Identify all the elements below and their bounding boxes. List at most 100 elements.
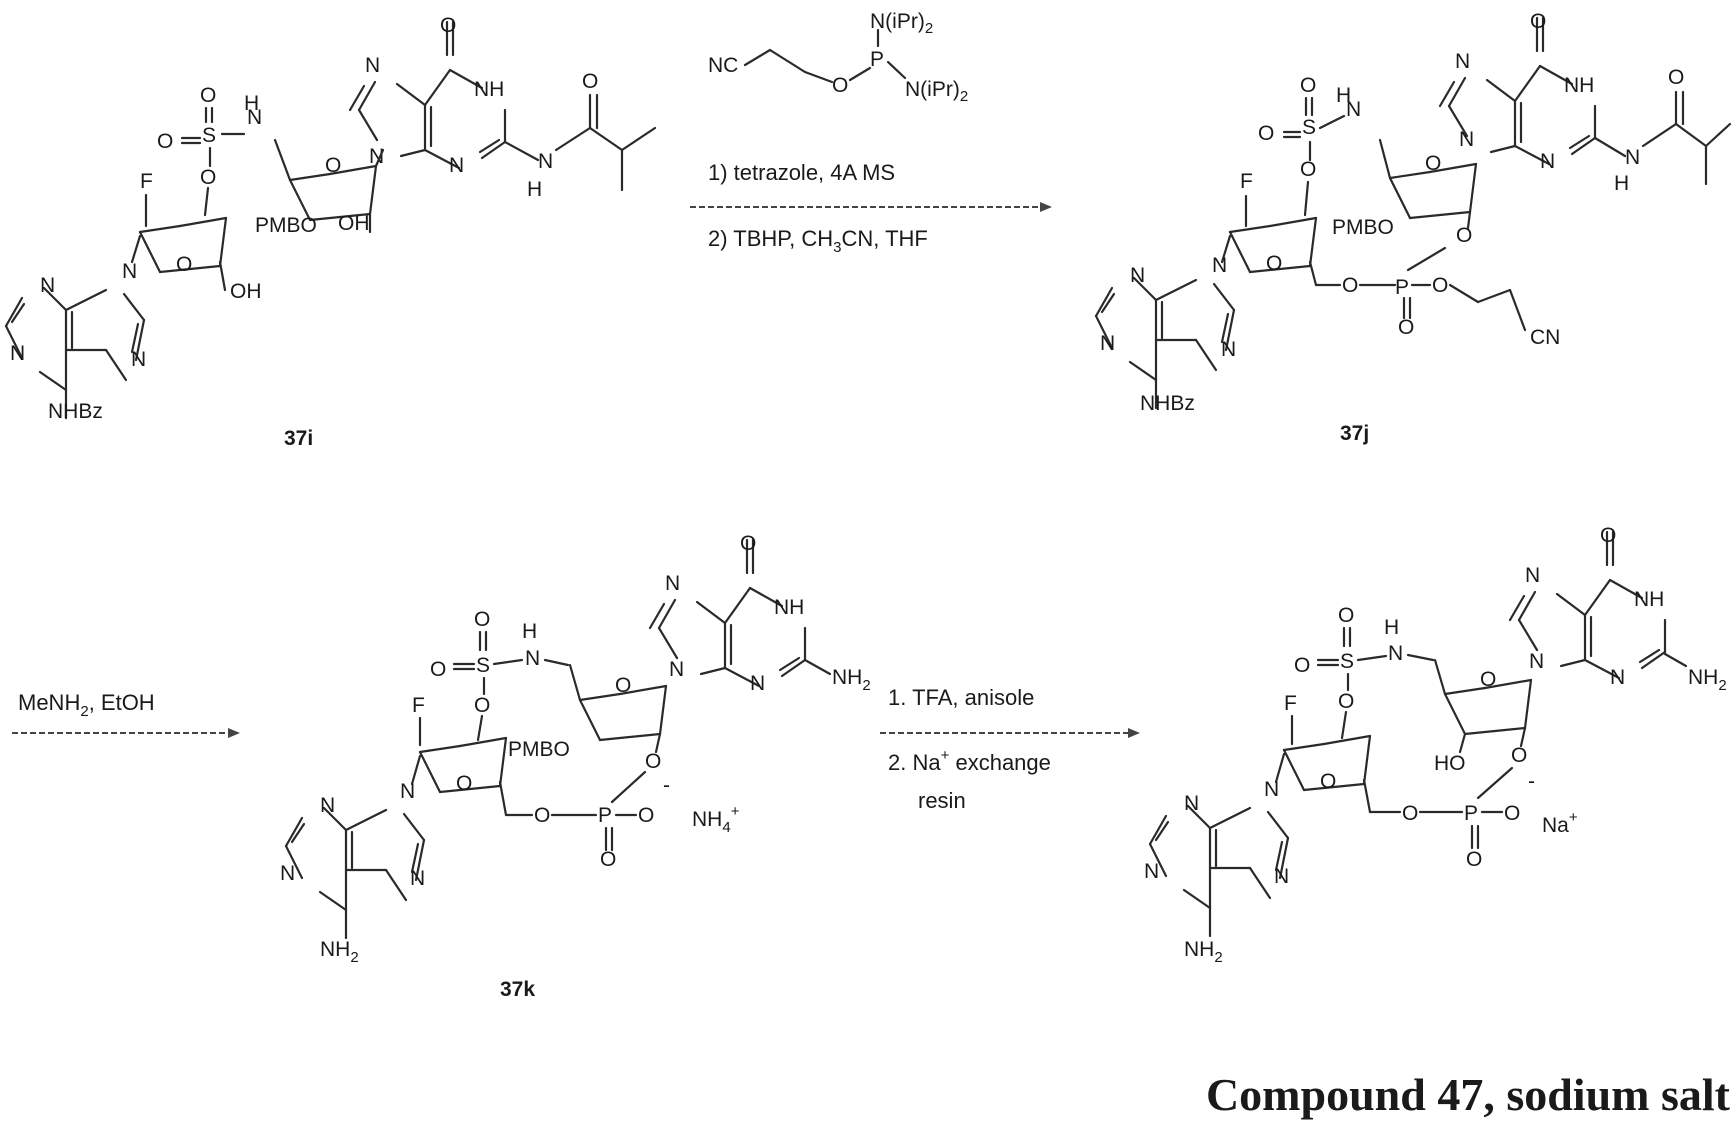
step2-conditions: MeNH2, EtOH <box>12 690 240 738</box>
atom-o: O <box>1342 274 1358 297</box>
atom-o: O <box>200 84 216 107</box>
atom-o: O <box>200 166 216 189</box>
atom-o: O <box>534 804 550 827</box>
atom-n: N <box>1130 264 1145 287</box>
atom-n: N <box>280 862 295 885</box>
step1-line1: 1) tetrazole, 4A MS <box>708 160 895 185</box>
atom-o: O <box>600 848 616 871</box>
atom-n: N <box>1221 338 1236 361</box>
atom-charge: - <box>1528 770 1535 793</box>
caption: Compound 47, sodium salt <box>1206 1069 1731 1120</box>
atom-oh: OH <box>338 212 370 235</box>
atom-o: O <box>176 253 192 276</box>
atom-o: O <box>1425 152 1441 175</box>
atom-h: H <box>527 178 542 201</box>
step3-line2: 2. Na+ exchange <box>888 747 1051 775</box>
atom-o: O <box>1668 66 1684 89</box>
atom-nh: NH <box>474 78 504 101</box>
counter-ion: Na+ <box>1542 809 1578 837</box>
atom-o: O <box>740 532 756 555</box>
atom-s: S <box>476 654 490 677</box>
atom-o: O <box>440 14 456 37</box>
atom-o: O <box>638 804 654 827</box>
atom-oh: OH <box>230 280 262 303</box>
atom-o: O <box>1300 158 1316 181</box>
atom-p: P <box>1464 802 1478 825</box>
atom-o: O <box>1300 74 1316 97</box>
atom-n: N <box>669 658 684 681</box>
atom-p: P <box>598 804 612 827</box>
atom-n: N <box>1455 50 1470 73</box>
step1-line2: 2) TBHP, CH3CN, THF <box>708 226 928 256</box>
atom-s: S <box>1340 650 1354 673</box>
atom-n: N <box>410 867 425 890</box>
compound-label: 37i <box>284 427 313 450</box>
atom-o: O <box>1294 654 1310 677</box>
atom-n: N <box>1184 792 1199 815</box>
compound-label: 37k <box>500 978 535 1001</box>
atom-o: O <box>1402 802 1418 825</box>
atom-n: N <box>1144 860 1159 883</box>
atom-n: N <box>1540 150 1555 173</box>
atom-o: O <box>1511 744 1527 767</box>
atom-n: N <box>122 260 137 283</box>
step3-line3: resin <box>918 788 966 813</box>
atom-o: O <box>1504 802 1520 825</box>
atom-f: F <box>1284 692 1297 715</box>
atom-nh2: NH2 <box>1688 666 1727 694</box>
atom-n: N <box>538 150 553 173</box>
atom-n: N <box>40 274 55 297</box>
compound-37i: O N NH N N N H O OH O PMBO N H S O O O <box>6 14 655 450</box>
atom-o: O <box>456 772 472 795</box>
reagent-o: O <box>832 74 848 97</box>
atom-n: N <box>1610 666 1625 689</box>
atom-h: H <box>1336 84 1351 107</box>
atom-o: O <box>157 130 173 153</box>
atom-n: N <box>1459 128 1474 151</box>
atom-o: O <box>1432 274 1448 297</box>
atom-o: O <box>430 658 446 681</box>
atom-n: N <box>665 572 680 595</box>
atom-o: O <box>615 674 631 697</box>
atom-h: H <box>1384 616 1399 639</box>
atom-h: H <box>522 620 537 643</box>
reagent-n-top: N(iPr)2 <box>870 10 933 37</box>
atom-f: F <box>140 170 153 193</box>
compound-label: 37j <box>1340 422 1369 445</box>
atom-n: N <box>1529 650 1544 673</box>
atom-n: N <box>449 154 464 177</box>
atom-o: O <box>1320 770 1336 793</box>
atom-o: O <box>1600 524 1616 547</box>
atom-p: P <box>1395 276 1409 299</box>
atom-n: N <box>320 794 335 817</box>
atom-n: N <box>1264 778 1279 801</box>
atom-o: O <box>1480 668 1496 691</box>
atom-o: O <box>325 154 341 177</box>
atom-o: O <box>474 694 490 717</box>
reagent-nc: NC <box>708 54 738 77</box>
atom-s: S <box>1302 116 1316 139</box>
atom-o: O <box>1338 690 1354 713</box>
step1-conditions: 1) tetrazole, 4A MS 2) TBHP, CH3CN, THF <box>690 160 1052 256</box>
atom-n: N <box>1100 332 1115 355</box>
step3-conditions: 1. TFA, anisole 2. Na+ exchange resin <box>880 685 1140 813</box>
atom-o: O <box>474 608 490 631</box>
atom-n: N <box>1212 254 1227 277</box>
atom-n: N <box>10 342 25 365</box>
arrow-head <box>1040 202 1052 212</box>
atom-n: N <box>1525 564 1540 587</box>
atom-n: N <box>1388 642 1403 665</box>
atom-o: O <box>1258 122 1274 145</box>
atom-charge: - <box>663 774 670 797</box>
atom-n: N <box>400 780 415 803</box>
atom-n: N <box>525 647 540 670</box>
atom-cn: CN <box>1530 326 1560 349</box>
atom-o: O <box>645 750 661 773</box>
atom-h: H <box>1614 172 1629 195</box>
atom-s: S <box>202 124 216 147</box>
compound-37j: O N NH N N N H O O O PMBO N H S O O O O <box>1096 10 1730 445</box>
atom-nh: NH <box>1564 74 1594 97</box>
compound-47-sodium-salt: O N NH N N NH2 O O HO N H S O O O O F O <box>1144 524 1727 966</box>
atom-pmbo: PMBO <box>508 738 570 761</box>
